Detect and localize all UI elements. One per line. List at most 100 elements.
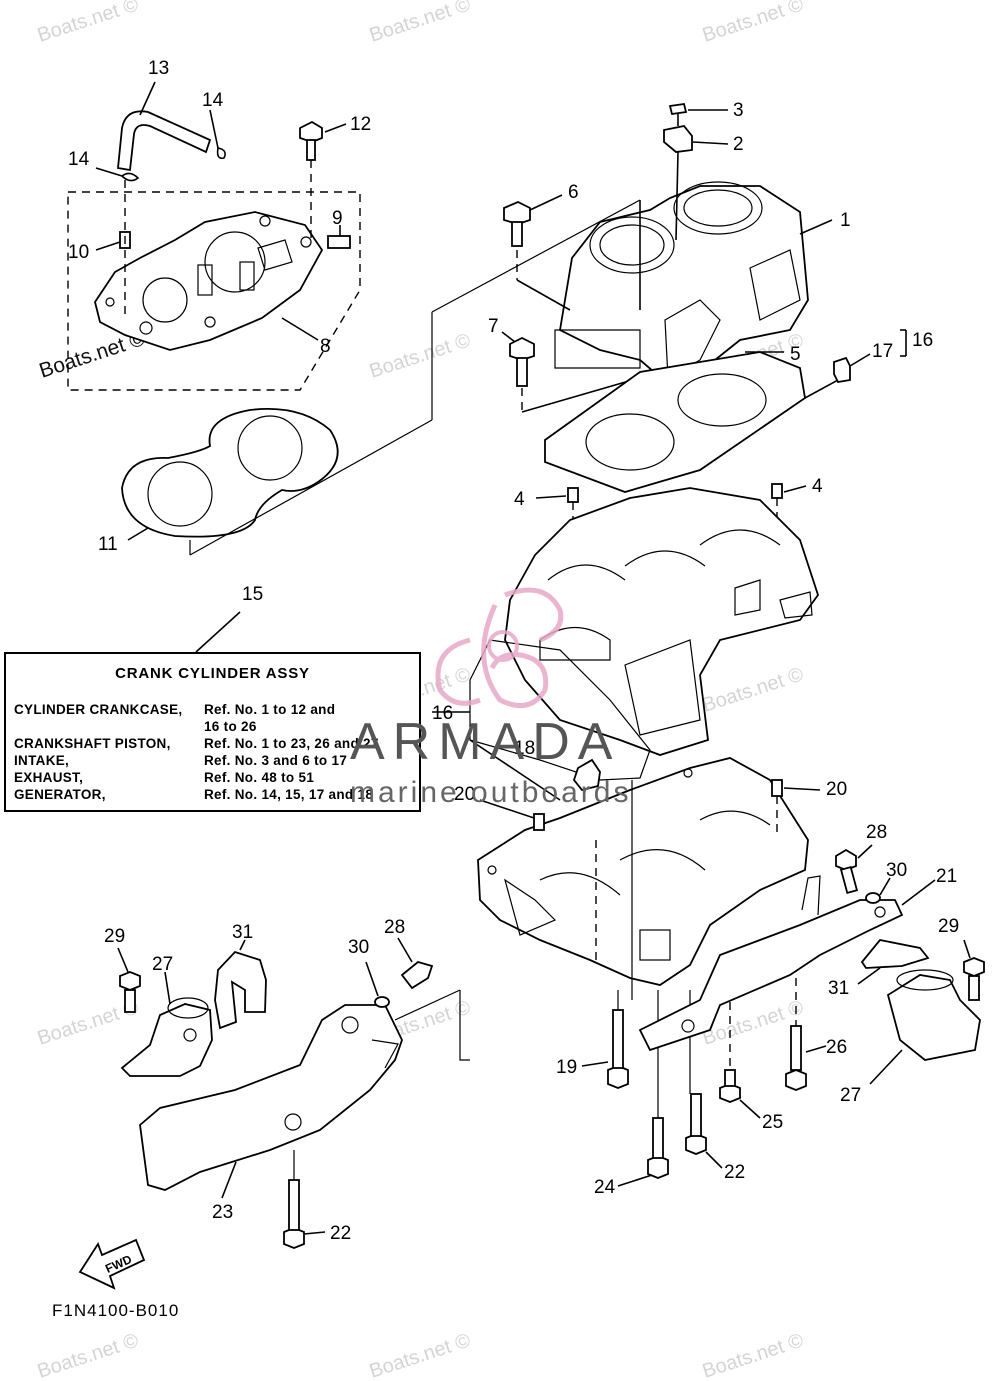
callout-23: 23: [212, 1202, 233, 1223]
callout-22: 22: [330, 1223, 351, 1244]
callout-5: 5: [790, 344, 801, 365]
bolt-part: [119, 971, 141, 991]
callout-1: 1: [840, 210, 851, 231]
figure-code: F1N4100-B010: [52, 1301, 180, 1320]
callout-31: 31: [828, 978, 849, 999]
callout-2: 2: [733, 134, 744, 155]
callout-16: 16: [912, 330, 933, 351]
rubber-pad-part: [860, 939, 930, 969]
brand-logo: [435, 587, 564, 709]
fwd-arrow-icon: [78, 1238, 146, 1290]
bushing-part: [572, 758, 601, 792]
bolt-part: [509, 336, 535, 361]
callout-21: 21: [936, 866, 957, 887]
callout-4: 4: [812, 476, 823, 497]
upper-crankcase-part: [504, 487, 819, 756]
engine-mount-part: [886, 974, 981, 1061]
bolt-part: [835, 848, 857, 871]
callout-25: 25: [762, 1112, 783, 1133]
intake-cover-part: [94, 211, 324, 351]
callout-18: 18: [514, 738, 535, 759]
dowel-pin-part: [567, 487, 579, 503]
legend-row-value: Ref. No. 3 and 6 to 17: [204, 753, 348, 768]
bolt-part: [299, 120, 323, 143]
brand-tagline: marine outboards: [350, 776, 632, 809]
rubber-pad-part: [214, 950, 267, 1030]
fitting-part: [833, 356, 851, 383]
brand-logo-dot: [487, 630, 519, 662]
callout-17: 17: [872, 341, 893, 362]
callout-27: 27: [840, 1085, 861, 1106]
screw-part: [668, 102, 688, 116]
callout-12: 12: [350, 114, 371, 135]
legend-row-key: INTAKE,: [14, 753, 70, 768]
callout-30: 30: [886, 860, 907, 881]
callout-20: 20: [454, 784, 475, 805]
callout-24: 24: [594, 1177, 616, 1198]
engine-mount-bracket-part: [139, 1004, 403, 1191]
callout-16: 16: [432, 703, 453, 724]
watermark-text: Boats.net ©: [367, 0, 474, 47]
callout-29: 29: [104, 926, 125, 947]
watermark-text: Boats.net ©: [35, 0, 142, 47]
dowel-pin-part: [771, 779, 783, 797]
assembly-legend: CRANK CYLINDER ASSY CYLINDER CRANKCASE, …: [4, 652, 421, 812]
callout-4: 4: [514, 489, 525, 510]
fwd-arrow: FWD: [78, 1238, 146, 1290]
callout-13: 13: [148, 58, 169, 79]
washer-part: [374, 996, 390, 1008]
watermark-text: Boats.net ©: [700, 0, 807, 47]
brand-name: ARMADA: [350, 713, 621, 771]
callout-9: 9: [332, 208, 343, 229]
watermark-text: Boats.net ©: [35, 1329, 142, 1381]
bolt-part: [503, 201, 531, 225]
callout-11: 11: [98, 534, 118, 555]
callout-8: 8: [320, 336, 331, 357]
engine-mount-part: [120, 1003, 213, 1077]
bracket-part: [663, 125, 693, 153]
bolt-part: [685, 1133, 707, 1155]
legend-row-key: EXHAUST,: [14, 770, 84, 785]
callout-14: 14: [68, 149, 90, 170]
lower-crankcase-part: [477, 757, 809, 986]
callout-labels: 1 2 3 4 4 5 6 7 8 9 10 11 12 13 14 14 15…: [68, 58, 959, 1244]
callout-28: 28: [866, 822, 887, 843]
legend-row-key: CRANKSHAFT PISTON,: [14, 736, 171, 751]
callout-7: 7: [488, 316, 499, 337]
bolt-part: [963, 957, 985, 977]
bolt-part: [400, 961, 434, 990]
legend-row-value: Ref. No. 48 to 51: [204, 770, 315, 785]
callout-30: 30: [348, 937, 369, 958]
fitting-part: [327, 235, 351, 249]
legend-row-value-continued: 16 to 26: [204, 719, 257, 734]
bolt-part: [607, 1065, 629, 1089]
bolt-part: [785, 1069, 807, 1091]
watermark-text: Boats.net ©: [367, 329, 474, 382]
watermark-text: Boats.net ©: [700, 663, 807, 716]
bolt-part: [283, 1227, 305, 1249]
lower-crankcase-group: [477, 757, 809, 986]
callout-29: 29: [938, 916, 959, 937]
callout-19: 19: [556, 1057, 577, 1078]
washer-part: [865, 892, 881, 904]
legend-row-key: GENERATOR,: [14, 787, 106, 802]
dowel-pin-part: [771, 483, 783, 499]
upper-crankcase-group: [504, 487, 819, 756]
callout-28: 28: [384, 917, 405, 938]
callout-31: 31: [232, 922, 253, 943]
callout-3: 3: [733, 100, 744, 121]
watermark-text: Boats.net ©: [700, 1329, 807, 1381]
legend-row-value: Ref. No. 14, 15, 17 and 18: [204, 787, 374, 802]
callout-26: 26: [826, 1037, 847, 1058]
engine-mount-bracket-part: [638, 899, 904, 1052]
callout-14: 14: [202, 90, 224, 111]
dowel-pin-part: [533, 813, 545, 831]
watermark-text: Boats.net ©: [367, 1329, 474, 1381]
callout-22: 22: [724, 1162, 745, 1183]
legend-title: CRANK CYLINDER ASSY: [115, 665, 310, 682]
callout-15: 15: [242, 584, 263, 605]
hose-part: [117, 110, 212, 172]
callout-20: 20: [826, 779, 847, 800]
legend-row-value: Ref. No. 1 to 12 and: [204, 702, 336, 717]
